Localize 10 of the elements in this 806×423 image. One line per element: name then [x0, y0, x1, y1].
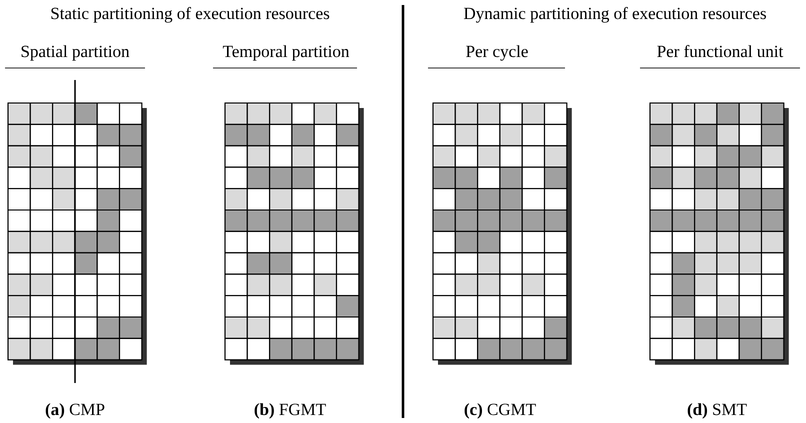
caption: (b) FGMT — [254, 403, 326, 419]
caption: (c) CGMT — [464, 403, 536, 419]
subheading: Spatial partition — [22, 45, 130, 61]
subheading: Per cycle — [466, 45, 528, 61]
heading: Static partitioning of execution resources — [51, 7, 330, 23]
subheading: Per functional unit — [657, 45, 784, 58]
caption: (a) CMP — [46, 403, 104, 419]
subheading: Temporal partition — [222, 45, 350, 61]
caption: (d) SMT — [688, 403, 747, 419]
heading: Dynamic partitioning of execution resources — [464, 7, 766, 23]
